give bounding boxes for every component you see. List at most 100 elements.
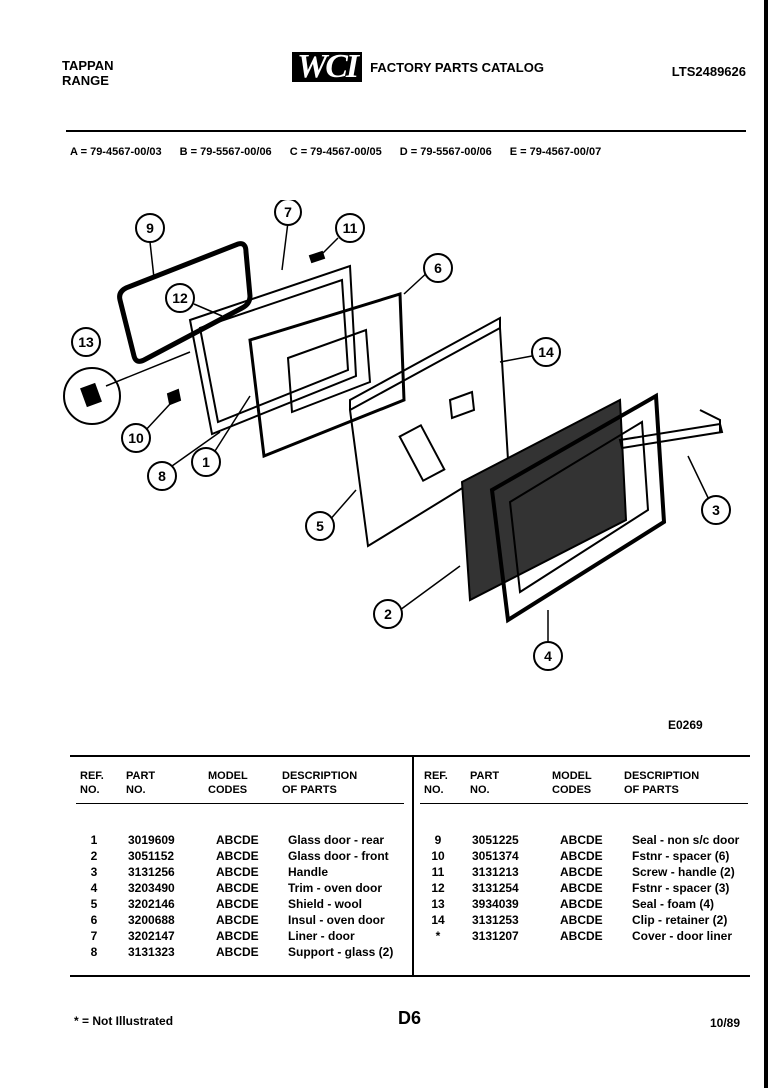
header-desc: DESCRIPTION OF PARTS bbox=[282, 770, 358, 796]
description-cell: Screw - handle (2) bbox=[632, 865, 735, 879]
part-number-cell: 3131323 bbox=[128, 945, 175, 959]
part-number-cell: 3203490 bbox=[128, 881, 175, 895]
parts-table-left: REF. NO. PART NO. MODEL CODES DESCRIPTIO… bbox=[70, 757, 410, 975]
part-number-cell: 3131256 bbox=[128, 865, 175, 879]
model-number: LTS2489626 bbox=[671, 64, 746, 79]
table-row: 1 3019609 ABCDE Glass door - rear bbox=[70, 833, 410, 849]
svg-text:5: 5 bbox=[316, 518, 324, 534]
svg-text:9: 9 bbox=[146, 220, 154, 236]
parts-table: REF. NO. PART NO. MODEL CODES DESCRIPTIO… bbox=[70, 755, 750, 977]
part-number-cell: 3131253 bbox=[472, 913, 519, 927]
svg-text:8: 8 bbox=[158, 468, 166, 484]
description-cell: Glass door - front bbox=[288, 849, 389, 863]
model-variant-d: D = 79-5567-00/06 bbox=[399, 146, 492, 158]
brand-block: TAPPAN RANGE bbox=[62, 58, 114, 88]
table-row: 8 3131323 ABCDE Support - glass (2) bbox=[70, 945, 410, 961]
part-number-cell: 3131254 bbox=[472, 881, 519, 895]
model-codes-cell: ABCDE bbox=[216, 849, 259, 863]
svg-text:11: 11 bbox=[343, 220, 358, 236]
model-codes-cell: ABCDE bbox=[560, 849, 603, 863]
model-codes-cell: ABCDE bbox=[216, 913, 259, 927]
ref-cell: 6 bbox=[90, 913, 98, 927]
model-variant-b: B = 79-5567-00/06 bbox=[179, 146, 272, 158]
ref-cell: 8 bbox=[90, 945, 98, 959]
ref-cell: 14 bbox=[431, 913, 445, 927]
description-cell: Support - glass (2) bbox=[288, 945, 394, 959]
part-number-cell: 3202147 bbox=[128, 929, 175, 943]
callout-8: 8 bbox=[147, 461, 177, 491]
part-number-cell: 3200688 bbox=[128, 913, 175, 927]
catalog-title: FACTORY PARTS CATALOG bbox=[370, 59, 544, 75]
callout-9: 9 bbox=[135, 213, 165, 243]
brand-name: TAPPAN bbox=[62, 58, 114, 73]
model-codes-cell: ABCDE bbox=[560, 833, 603, 847]
model-codes-cell: ABCDE bbox=[216, 833, 259, 847]
model-codes-cell: ABCDE bbox=[560, 929, 603, 943]
description-cell: Seal - foam (4) bbox=[632, 897, 715, 911]
model-variants: A = 79-4567-00/03 B = 79-5567-00/06 C = … bbox=[70, 146, 750, 158]
callout-3: 3 bbox=[701, 495, 731, 525]
svg-text:3: 3 bbox=[712, 502, 720, 518]
ref-cell: 1 bbox=[90, 833, 98, 847]
description-cell: Handle bbox=[288, 865, 329, 879]
svg-text:4: 4 bbox=[544, 648, 552, 664]
ref-cell: 2 bbox=[90, 849, 98, 863]
diagram-code: E0269 bbox=[668, 718, 703, 732]
header-rule-left bbox=[76, 803, 404, 804]
description-cell: Fstnr - spacer (6) bbox=[632, 849, 730, 863]
svg-text:2: 2 bbox=[384, 606, 392, 622]
ref-cell: 13 bbox=[431, 897, 445, 911]
callout-6: 6 bbox=[423, 253, 453, 283]
part-number-cell: 3051225 bbox=[472, 833, 519, 847]
callout-13: 13 bbox=[71, 327, 101, 357]
header-model: MODEL CODES bbox=[552, 770, 592, 796]
callout-10: 10 bbox=[121, 423, 151, 453]
ref-cell: 5 bbox=[90, 897, 98, 911]
ref-cell: 4 bbox=[90, 881, 98, 895]
part-number-cell: 3051374 bbox=[472, 849, 519, 863]
exploded-door-diagram: 9 7 11 6 12 13 14 10 8 1 5 3 2 4 bbox=[63, 200, 731, 671]
wci-logo: WCI bbox=[292, 50, 363, 84]
callout-2: 2 bbox=[373, 599, 403, 629]
svg-text:13: 13 bbox=[78, 334, 94, 350]
part-number-cell: 3934039 bbox=[472, 897, 519, 911]
description-cell: Trim - oven door bbox=[288, 881, 383, 895]
catalog-date: 10/89 bbox=[709, 1016, 740, 1030]
header-ref: REF. NO. bbox=[80, 770, 104, 796]
model-codes-cell: ABCDE bbox=[216, 945, 259, 959]
ref-cell: 7 bbox=[90, 929, 98, 943]
part-number-cell: 3202146 bbox=[128, 897, 175, 911]
part-number-cell: 3131213 bbox=[472, 865, 519, 879]
model-variant-c: C = 79-4567-00/05 bbox=[289, 146, 382, 158]
description-cell: Fstnr - spacer (3) bbox=[632, 881, 730, 895]
callout-12: 12 bbox=[165, 283, 195, 313]
callout-11: 11 bbox=[335, 213, 365, 243]
ref-cell: 12 bbox=[431, 881, 445, 895]
header-rule-right bbox=[420, 803, 748, 804]
svg-text:7: 7 bbox=[284, 204, 292, 220]
svg-text:6: 6 bbox=[434, 260, 442, 276]
footnote: * = Not Illustrated bbox=[74, 1014, 174, 1028]
callout-4: 4 bbox=[533, 641, 563, 671]
table-divider bbox=[412, 757, 414, 975]
ref-cell: 9 bbox=[434, 833, 442, 847]
svg-text:12: 12 bbox=[172, 290, 188, 306]
callout-14: 14 bbox=[531, 337, 561, 367]
description-cell: Clip - retainer (2) bbox=[632, 913, 728, 927]
part-number-cell: 3019609 bbox=[128, 833, 175, 847]
svg-text:1: 1 bbox=[202, 454, 210, 470]
description-cell: Glass door - rear bbox=[288, 833, 385, 847]
description-cell: Shield - wool bbox=[288, 897, 362, 911]
header-part: PART NO. bbox=[470, 770, 500, 796]
model-codes-cell: ABCDE bbox=[560, 881, 603, 895]
description-cell: Liner - door bbox=[288, 929, 355, 943]
part-number-cell: 3131207 bbox=[472, 929, 519, 943]
